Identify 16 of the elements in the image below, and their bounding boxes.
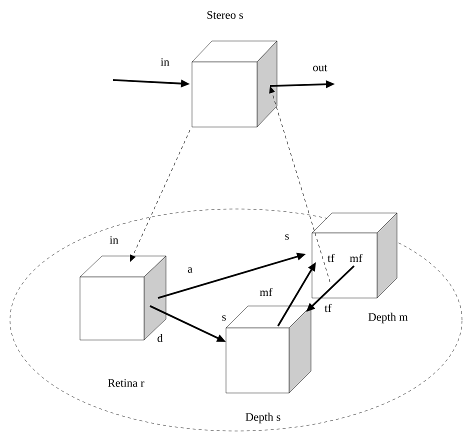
port-label: in xyxy=(160,58,170,66)
port-label: tf xyxy=(324,304,332,312)
port-label: a xyxy=(188,267,192,273)
port-label: d xyxy=(158,334,163,342)
node-label: Retina r xyxy=(108,379,144,387)
node-label: Stereo s xyxy=(207,11,243,19)
port-label: s xyxy=(222,315,226,321)
dashed-ellipse xyxy=(10,208,462,432)
port-label: in xyxy=(110,236,118,244)
arrow xyxy=(269,86,330,282)
node-label: Depth m xyxy=(368,312,408,324)
port-label: out xyxy=(313,64,328,72)
node-label: Depth s xyxy=(246,412,280,424)
port-label: s xyxy=(285,234,289,240)
arrow xyxy=(130,130,190,262)
port-label: mf xyxy=(260,288,272,296)
